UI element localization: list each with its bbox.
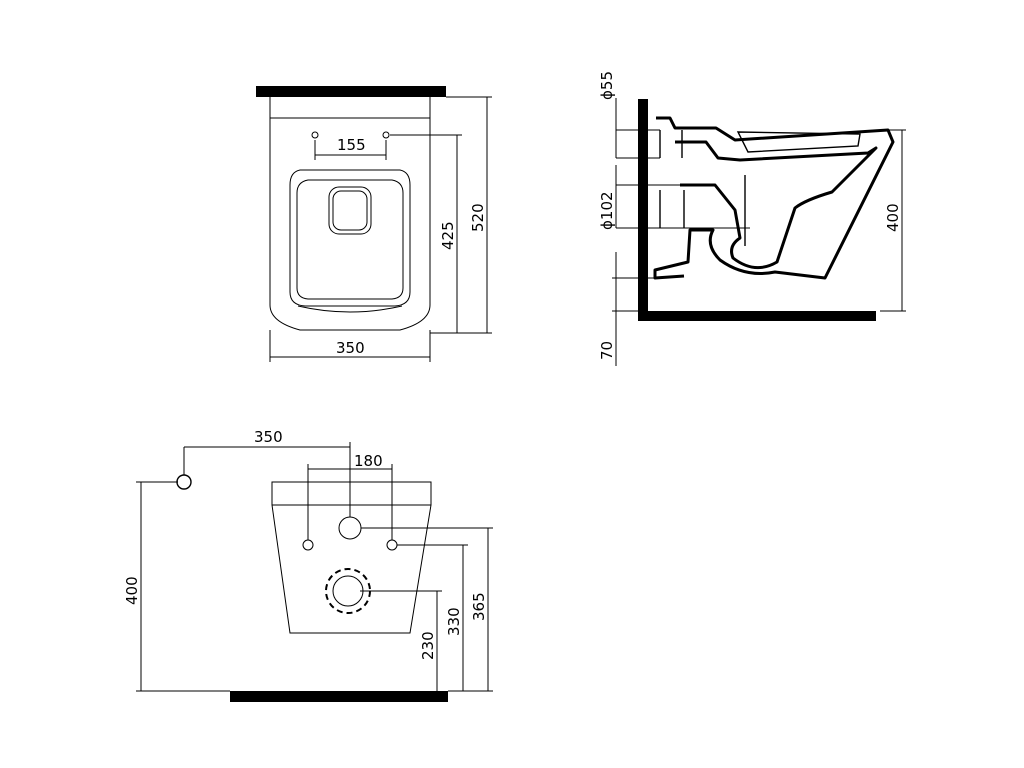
- fixing-hole-right: [382, 131, 390, 139]
- seat-handle: [328, 186, 372, 235]
- dim-phi55-line: [615, 98, 660, 159]
- rear-view: 350 180 400 230 330 365: [123, 428, 493, 702]
- dim-365-line: [361, 527, 493, 692]
- bowl-outer-profile: [653, 116, 895, 280]
- dim-70-label: 70: [598, 341, 616, 360]
- dim-350-line: [269, 330, 431, 362]
- rear-view-floor: [230, 691, 448, 702]
- seat-handle-inner: [332, 190, 368, 231]
- dim-155-label: 155: [337, 136, 366, 154]
- dim-365-label: 365: [470, 592, 488, 621]
- dim-400-side-label: 400: [884, 203, 902, 232]
- dim-180-label: 180: [354, 452, 383, 470]
- water-inlet-circle: [176, 474, 192, 490]
- dim-520-line: [433, 96, 492, 334]
- outlet-pipe: [659, 190, 685, 228]
- bolt-hole-right: [386, 539, 398, 551]
- dim-330-label: 330: [445, 607, 463, 636]
- fixing-hole-left: [311, 131, 319, 139]
- dim-155-line: [314, 140, 387, 160]
- bowl-rim-line: [736, 131, 861, 153]
- bolt-hole-left: [302, 539, 314, 551]
- dim-350-label: 350: [336, 339, 365, 357]
- outlet-circle-inner: [332, 575, 364, 607]
- dim-350-rear-line: [183, 442, 351, 517]
- inlet-circle: [338, 516, 362, 540]
- dim-phi55-label: ϕ55: [598, 71, 616, 100]
- top-view: 155 350 425 520: [256, 86, 492, 362]
- dim-70-line: [612, 252, 660, 366]
- seat-hinge-arc: [297, 305, 403, 313]
- side-view-wall: [638, 99, 648, 321]
- dim-520-label: 520: [469, 203, 487, 232]
- dim-400-rear-line: [136, 481, 230, 692]
- dim-350-rear-label: 350: [254, 428, 283, 446]
- top-view-wall: [256, 86, 446, 97]
- top-view-outline: [269, 97, 431, 331]
- inlet-pipe: [659, 130, 683, 158]
- seat-lid-inner: [296, 179, 404, 300]
- side-view: ϕ55 ϕ102 400 70: [598, 71, 906, 366]
- dim-phi102-label: ϕ102: [598, 191, 616, 230]
- dim-phi102-line: [615, 165, 750, 229]
- dim-425-label: 425: [439, 221, 457, 250]
- dim-400-rear-label: 400: [123, 576, 141, 605]
- dim-230-label: 230: [419, 631, 437, 660]
- dim-400-side-line: [880, 129, 906, 312]
- seat-lid-outline: [289, 169, 411, 307]
- bowl-inner-profile: [675, 140, 878, 270]
- dim-230-line: [360, 590, 442, 691]
- dim-180-line: [307, 464, 393, 540]
- side-view-floor: [638, 311, 876, 321]
